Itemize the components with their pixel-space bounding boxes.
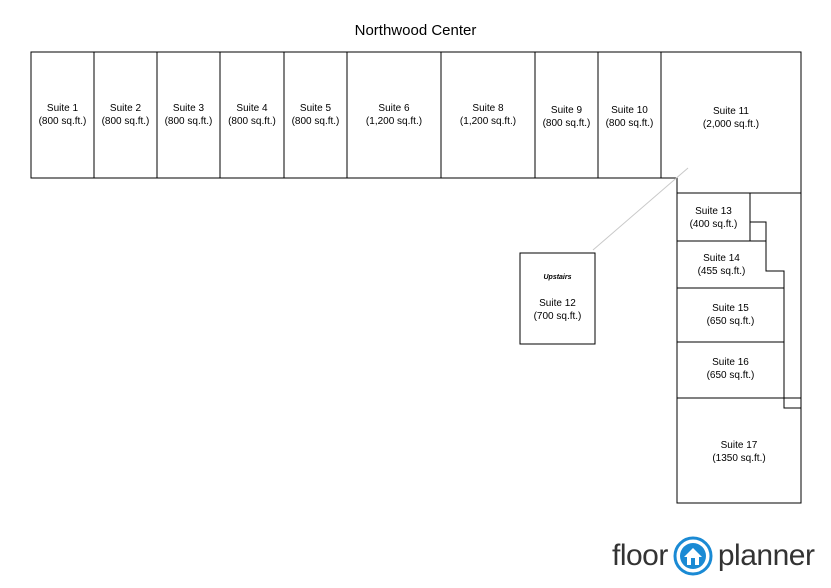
floorplanner-logo: floor planner	[612, 534, 815, 578]
suite-12-label: Suite 12(700 sq.ft.)	[533, 298, 582, 322]
suite-3-label: Suite 3(800 sq.ft.)	[164, 103, 213, 127]
suite-9-label: Suite 9(800 sq.ft.)	[542, 105, 591, 129]
suite-8-label: Suite 8(1,200 sq.ft.)	[459, 103, 517, 127]
corridor	[749, 193, 802, 409]
suite-16-label: Suite 16(650 sq.ft.)	[706, 357, 755, 381]
upstairs-label: Upstairs	[543, 274, 572, 281]
logo-word-left: floor	[612, 539, 668, 572]
suite-13-label: Suite 13(400 sq.ft.)	[689, 206, 738, 230]
suite-6-label: Suite 6(1,200 sq.ft.)	[365, 103, 423, 127]
suite-17-label: Suite 17(1350 sq.ft.)	[712, 440, 766, 464]
suite-12-room	[519, 252, 596, 345]
suite-15-label: Suite 15(650 sq.ft.)	[706, 303, 755, 327]
logo-word-right: planner	[717, 539, 815, 572]
floorplanner-house-icon	[673, 536, 713, 576]
suite-4-label: Suite 4(800 sq.ft.)	[228, 103, 276, 127]
suite-2-label: Suite 2(800 sq.ft.)	[101, 103, 150, 127]
suite-14-label: Suite 14(455 sq.ft.)	[697, 253, 746, 277]
plan-title: Northwood Center	[354, 22, 477, 39]
suite-10-label: Suite 10(800 sq.ft.)	[605, 105, 654, 129]
suite-11-label: Suite 11(2,000 sq.ft.)	[702, 106, 760, 130]
upstairs-connector	[592, 167, 689, 251]
suite-5-label: Suite 5(800 sq.ft.)	[291, 103, 340, 127]
suite-1-label: Suite 1(800 sq.ft.)	[38, 103, 87, 127]
suite-17-room	[676, 397, 802, 504]
